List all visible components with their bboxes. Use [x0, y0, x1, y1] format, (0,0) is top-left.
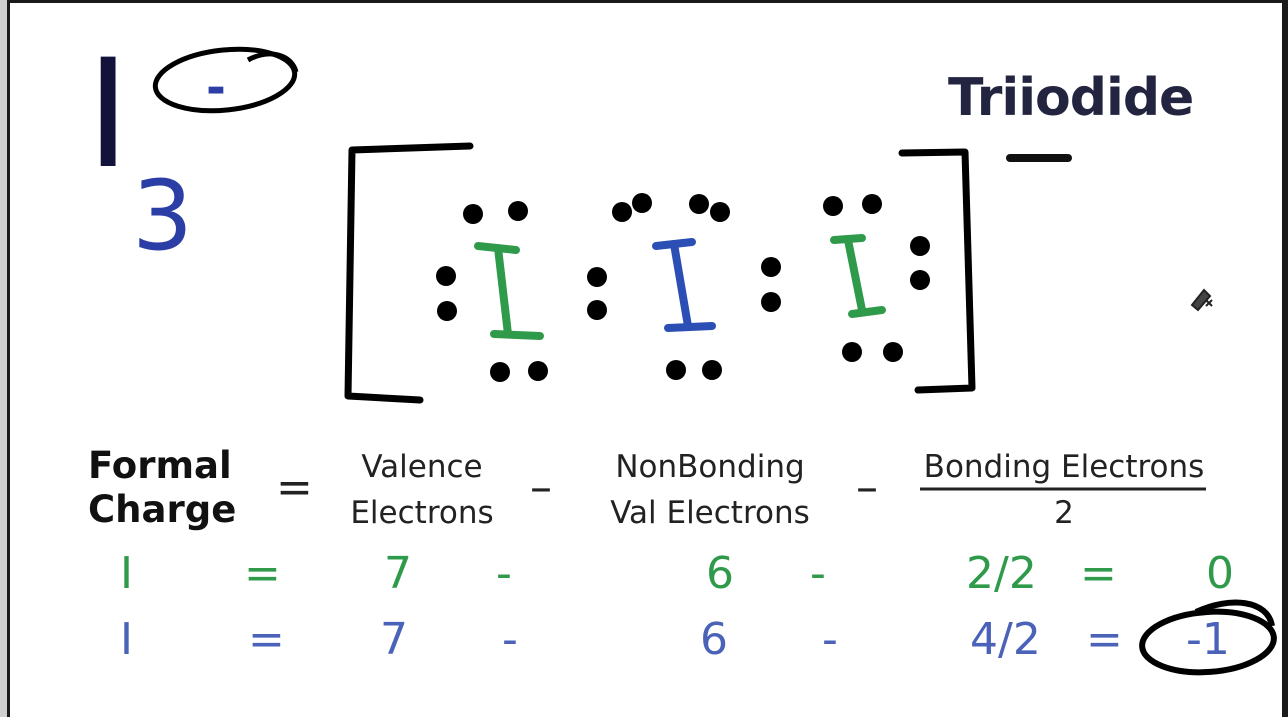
lone-pair-dots [436, 193, 930, 382]
formal-charge-label: Formal Charge [88, 444, 236, 532]
frame-left-border [0, 0, 10, 717]
row1-valence: 7 [384, 548, 412, 599]
row1-minus-2: - [810, 548, 826, 599]
row2-equals-2: = [1086, 614, 1123, 665]
equation-minus-1: – [530, 462, 552, 513]
row2-minus-1: - [502, 614, 518, 665]
charge-circle-annotation [152, 46, 298, 114]
row2-valence: 7 [380, 614, 408, 665]
bonding-term-numerator: Bonding Electrons [923, 449, 1205, 485]
frame-right-border [1282, 0, 1288, 717]
row2-minus-2: - [822, 614, 838, 665]
row1-bonding: 2/2 [966, 548, 1037, 599]
valence-term-line1: Valence [361, 449, 483, 485]
bonding-electrons-term: Bonding Electrons 2 [914, 444, 1214, 536]
row1-minus-1: - [496, 548, 512, 599]
formula-subscript: 3 [132, 160, 194, 272]
frame-top-border [0, 0, 1288, 3]
result-circle-annotation [1139, 608, 1277, 676]
row1-result: 0 [1206, 548, 1234, 599]
result-circle-tail [1194, 599, 1275, 627]
atom-left-symbol [474, 242, 544, 340]
row2-bonding: 4/2 [970, 614, 1041, 665]
row2-atom: I [120, 614, 133, 665]
right-bracket [898, 148, 976, 394]
row2-result: -1 [1186, 614, 1230, 665]
row2-nonbonding: 6 [700, 614, 728, 665]
formal-charge-label-line1: Formal [88, 444, 232, 487]
nonbonding-term-line2: Val Electrons [610, 495, 810, 531]
equation-equals: = [276, 462, 313, 513]
row2-equals: = [248, 614, 285, 665]
charge-circle-tail [246, 51, 299, 73]
nonbonding-electrons-term: NonBonding Val Electrons [598, 444, 822, 536]
row1-nonbonding: 6 [706, 548, 734, 599]
formula-symbol: I [86, 28, 131, 202]
formula-charge: - [206, 60, 226, 116]
left-bracket [344, 142, 474, 404]
nonbonding-term-line1: NonBonding [615, 449, 805, 485]
valence-electrons-term: Valence Electrons [342, 444, 502, 536]
atom-right-symbol [830, 234, 886, 318]
bonding-term-denominator: 2 [1054, 495, 1074, 531]
row1-atom: I [120, 548, 133, 599]
row1-equals: = [244, 548, 281, 599]
compound-name: Triiodide [948, 68, 1194, 128]
row1-equals-2: = [1080, 548, 1117, 599]
valence-term-line2: Electrons [350, 495, 494, 531]
pen-cursor-icon [1190, 288, 1213, 312]
equation-minus-2: – [856, 462, 878, 513]
formal-charge-label-line2: Charge [88, 488, 237, 531]
atom-center-symbol [652, 238, 716, 332]
